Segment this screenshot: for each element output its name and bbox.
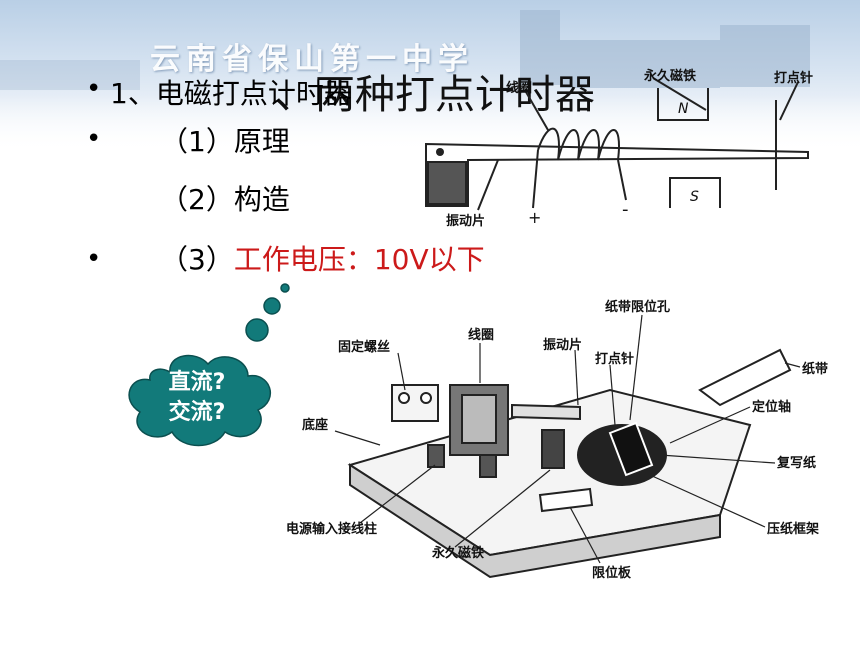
header-banner: 云南省保山第一中学	[0, 0, 860, 155]
cloud-shape	[128, 283, 290, 447]
leader-carbon	[659, 454, 776, 464]
leader-vibrator	[477, 159, 499, 211]
label-needle: 打点针	[774, 70, 813, 86]
cloud-bubble-medium	[263, 297, 281, 315]
cloud-body	[128, 354, 271, 447]
bullet-item-2: （1）原理	[160, 125, 290, 158]
label-screw: 固定螺丝	[338, 339, 390, 355]
cloud-line-1: 直流?	[168, 370, 226, 395]
coil-lead-right	[617, 159, 627, 201]
screw-1	[398, 392, 410, 404]
limit-plate	[538, 487, 594, 513]
label-coil: 线圈	[468, 327, 494, 343]
banner-building	[520, 10, 560, 85]
banner-building	[720, 25, 810, 87]
label-n: N	[678, 101, 689, 117]
label-vibrator: 振动片	[543, 337, 582, 353]
label-vibrator: 振动片	[446, 213, 485, 229]
voltage-text: 工作电压：10V以下	[233, 243, 485, 276]
terminal-1	[427, 444, 445, 468]
screw-dot	[436, 148, 444, 156]
screw-2	[420, 392, 432, 404]
bullet-item-3: （2）构造	[160, 183, 290, 216]
magnet-n-box	[657, 88, 709, 121]
paper-tape	[698, 348, 792, 407]
label-needle: 打点针	[595, 351, 634, 367]
slide-title: 、两种打点计时器	[275, 72, 595, 118]
label-coil: 线圈	[506, 80, 532, 96]
leader-axis	[669, 406, 751, 444]
label-frame: 压纸框架	[767, 521, 819, 537]
base-block	[427, 161, 467, 205]
leader-needle	[609, 364, 616, 426]
bullet-item-1: 1、电磁打点计时器	[110, 77, 352, 110]
principle-diagram: 永久磁铁 N S 打点针 线圈 振动片 + -	[425, 68, 813, 229]
coil	[537, 127, 620, 161]
screw-block	[391, 384, 439, 422]
leader-tape	[784, 362, 801, 368]
thought-cloud: 直流? 交流?	[110, 280, 310, 455]
bullet-dot: •	[86, 244, 102, 274]
leader-magnet	[454, 469, 551, 548]
label-minus: -	[622, 199, 629, 220]
school-name: 云南省保山第一中学	[150, 42, 474, 77]
leader-terminals	[359, 464, 436, 524]
magnet-s-box	[669, 177, 721, 208]
terminal-2	[479, 454, 497, 478]
leader-tape-hole	[629, 314, 643, 421]
leader-vibrator	[574, 349, 579, 406]
frame-holder	[608, 421, 654, 477]
leader-magnet	[652, 77, 707, 111]
vibrator-strip	[511, 403, 581, 421]
label-s: S	[690, 189, 699, 205]
cloud-line-2: 交流?	[168, 400, 226, 425]
structure-diagram: 纸带限位孔 线圈 固定螺丝 振动片 打点针 纸带 定位轴 底座 复写纸 电源输入…	[286, 299, 828, 581]
label-tape: 纸带	[802, 361, 828, 377]
leader-needle	[779, 81, 799, 121]
label-axis: 定位轴	[751, 399, 791, 415]
banner-building	[560, 40, 720, 88]
label-terminals: 电源输入接线柱	[286, 521, 377, 537]
coil-lead-left	[532, 149, 539, 209]
leader-coil	[525, 91, 549, 131]
label-magnet: 永久磁铁	[643, 68, 696, 84]
leader-base	[334, 430, 381, 446]
cloud-bubble-small	[280, 283, 290, 293]
vibrating-strip	[425, 142, 809, 207]
cloud-bubble-large	[245, 318, 269, 342]
banner-trees	[0, 60, 140, 90]
bullet-item-4: （3）工作电压：10V以下	[160, 238, 485, 278]
leader-screw	[397, 352, 406, 391]
base-plate-side	[349, 463, 721, 579]
bullet-dot: •	[86, 74, 102, 104]
magnet-block	[541, 429, 565, 469]
label-magnet: 永久磁铁	[431, 545, 484, 561]
label-limit: 限位板	[592, 565, 632, 581]
cloud-text: 直流? 交流?	[157, 368, 237, 428]
label-carbon: 复写纸	[776, 455, 816, 471]
leader-limit	[569, 506, 601, 564]
bullet-dot: •	[86, 124, 102, 154]
label-plus: +	[528, 208, 541, 227]
label-tape-hole: 纸带限位孔	[605, 299, 670, 315]
label-base: 底座	[302, 417, 328, 433]
bullet-item-4-prefix: （3）	[160, 243, 234, 276]
leader-frame	[649, 474, 766, 528]
coil-winding	[461, 394, 497, 444]
